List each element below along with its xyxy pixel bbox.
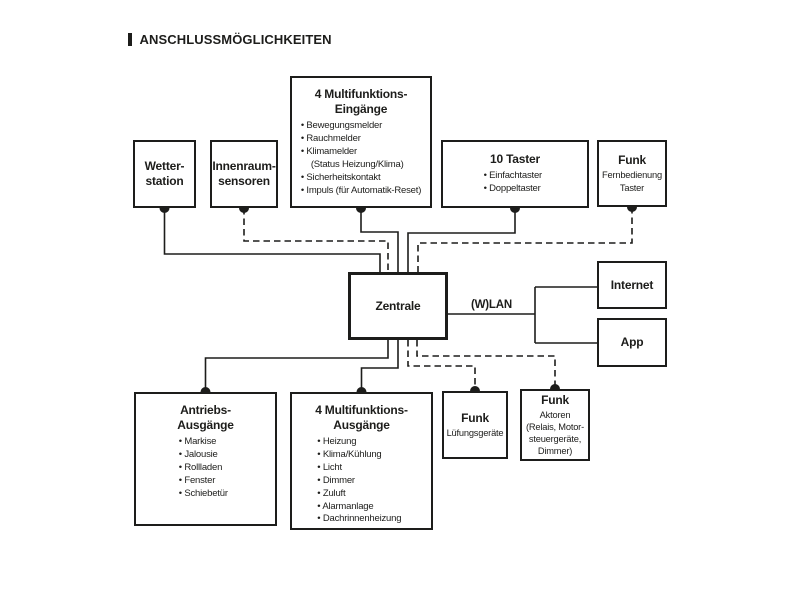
node-title: Antriebs- Ausgänge	[177, 403, 234, 432]
node-funk-lueftungsgeraete: Funk Lüfungsgeräte	[442, 391, 508, 459]
title-bar-mark	[128, 33, 132, 46]
list-item: Impuls (für Automatik-Reset)	[301, 185, 421, 198]
list-item: Licht	[317, 462, 405, 475]
connector-wetterstation-zentrale	[163, 208, 381, 272]
node-funk-aktoren: Funk Aktoren (Relais, Motor- steuergerät…	[520, 389, 590, 461]
list-item: Doppeltaster	[484, 183, 547, 196]
connector-zentrale-funklueftung	[407, 340, 476, 391]
list-item: Jalousie	[179, 449, 232, 462]
connector-taster-zentrale	[407, 208, 516, 272]
node-app: App	[597, 318, 667, 367]
list-item: Rollladen	[179, 462, 232, 475]
list-item: Heizung	[317, 436, 405, 449]
node-funk-fernbedienung: Funk Fernbedienung Taster	[597, 140, 667, 207]
list-item: Klima/Kühlung	[317, 449, 405, 462]
page-header: ANSCHLUSSMÖGLICHKEITEN	[128, 32, 332, 47]
connector-zentrale-antriebe	[204, 340, 389, 392]
list-item: Fenster	[179, 475, 232, 488]
bullet-list: Bewegungsmelder Rauchmelder Klimamelder …	[301, 120, 421, 197]
node-label: Wetter- station	[144, 159, 185, 188]
list-item: Alarmanlage	[317, 501, 405, 514]
node-internet: Internet	[597, 261, 667, 309]
node-label: Zentrale	[375, 298, 421, 313]
node-zentrale: Zentrale	[348, 272, 448, 340]
wlan-label: (W)LAN	[471, 299, 512, 311]
node-multifunktions-ausgaenge: 4 Multifunktions- Ausgänge Heizung Klima…	[290, 392, 433, 530]
connector-zentrale-ausgaenge	[360, 340, 399, 392]
bullet-list: Einfachtaster Doppeltaster	[484, 170, 547, 196]
connector-innenraumsensoren-zentrale	[243, 208, 389, 272]
node-innenraumsensoren: Innenraum- sensoren	[210, 140, 278, 208]
node-taster: 10 Taster Einfachtaster Doppeltaster	[441, 140, 589, 208]
list-item: Klimamelder (Status Heizung/Klima)	[301, 146, 421, 172]
list-item: Dimmer	[317, 475, 405, 488]
connector-zentrale-funkaktoren	[416, 340, 556, 389]
list-item: Sicherheitskontakt	[301, 172, 421, 185]
list-item: Bewegungsmelder	[301, 120, 421, 133]
node-title: Funk	[541, 392, 569, 407]
node-title: Funk	[461, 410, 489, 425]
node-label: Internet	[610, 277, 654, 292]
node-subtitle: Lüfungsgeräte	[446, 427, 504, 438]
list-item: Schiebetür	[179, 488, 232, 501]
node-subtitle: Fernbedienung Taster	[602, 170, 662, 193]
bullet-list: Heizung Klima/Kühlung Licht Dimmer Zuluf…	[317, 436, 405, 526]
node-antriebs-ausgaenge: Antriebs- Ausgänge Markise Jalousie Roll…	[134, 392, 277, 526]
connector-funkfernbedienung-zentrale	[417, 207, 633, 272]
node-label: Innenraum- sensoren	[212, 159, 276, 188]
list-item: Einfachtaster	[484, 170, 547, 183]
list-item: Rauchmelder	[301, 133, 421, 146]
bullet-list: Markise Jalousie Rollladen Fenster Schie…	[179, 436, 232, 501]
list-item: Markise	[179, 436, 232, 449]
page-title: ANSCHLUSSMÖGLICHKEITEN	[139, 32, 332, 47]
node-wetterstation: Wetter- station	[133, 140, 196, 208]
connector-zentrale-wlan	[448, 286, 597, 344]
node-label: App	[620, 335, 644, 349]
list-item: Zuluft	[317, 488, 405, 501]
node-subtitle: Aktoren (Relais, Motor- steuergeräte, Di…	[526, 409, 584, 457]
connector-eingaenge-zentrale	[360, 208, 399, 272]
node-title: 4 Multifunktions- Eingänge	[314, 87, 408, 116]
node-multifunktions-eingaenge: 4 Multifunktions- Eingänge Bewegungsmeld…	[290, 76, 432, 208]
list-item: Dachrinnenheizung	[317, 513, 405, 526]
node-title: 10 Taster	[489, 152, 540, 167]
node-title: Funk	[618, 153, 646, 168]
node-title: 4 Multifunktions- Ausgänge	[315, 403, 408, 432]
